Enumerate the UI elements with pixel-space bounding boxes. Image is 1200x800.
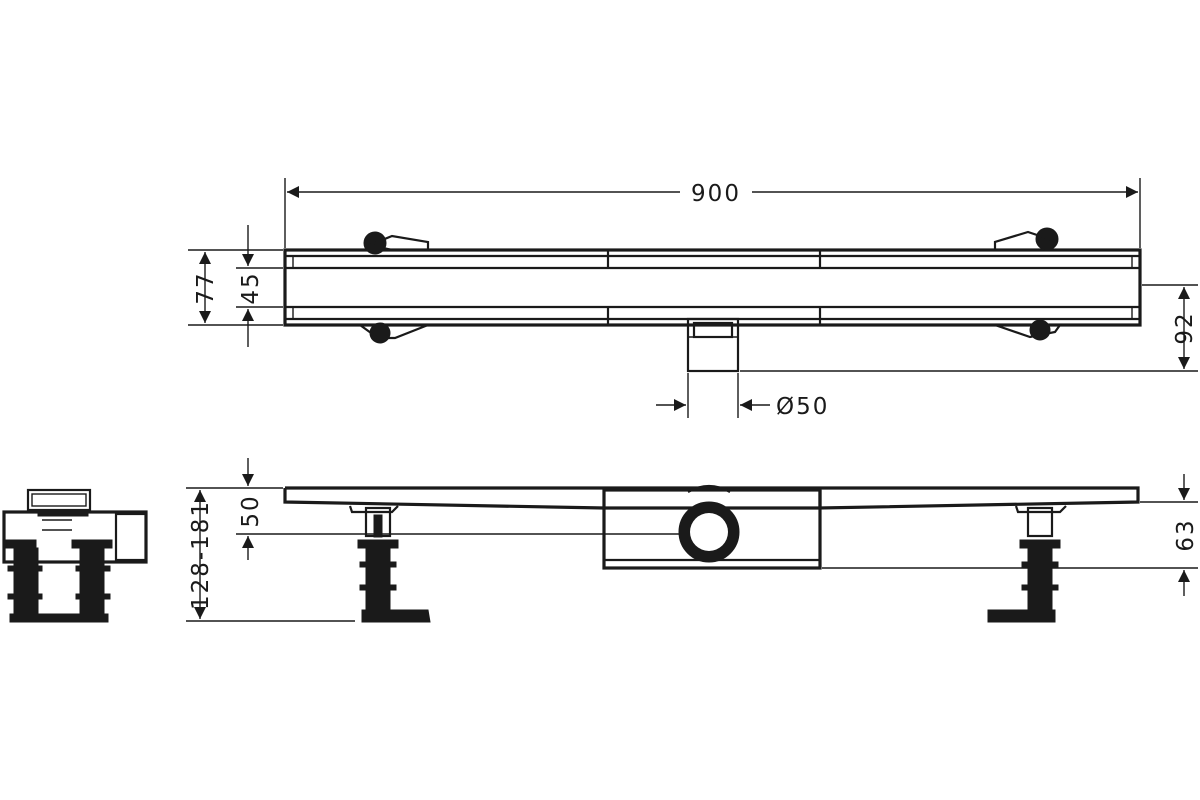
- dim-total-width: 77: [193, 271, 219, 304]
- dimension-lines: [186, 178, 1198, 622]
- end-view: [2, 488, 148, 623]
- dim-body-height: 63: [1173, 518, 1199, 551]
- outlet-pipe-top: [686, 317, 740, 373]
- top-view: [283, 227, 1142, 373]
- bracket-top-right: [993, 227, 1063, 341]
- foot-right: [987, 505, 1067, 623]
- channel-outline: [283, 248, 1142, 327]
- dimension-labels: 900 77 45 92 Ø50 128-181 50 63: [188, 178, 1199, 610]
- drain-body: [602, 488, 822, 570]
- dim-overall-length: 900: [691, 181, 741, 207]
- dim-channel-width: 45: [238, 271, 264, 304]
- bracket-top-left: [356, 231, 430, 344]
- dim-outlet-diameter: Ø50: [776, 394, 829, 420]
- dim-installation-height: 128-181: [188, 500, 214, 610]
- foot-left: [348, 505, 431, 623]
- dim-outlet-depth: 92: [1172, 311, 1198, 344]
- side-view: [283, 484, 1140, 623]
- dim-outlet-axis-height: 50: [238, 494, 264, 527]
